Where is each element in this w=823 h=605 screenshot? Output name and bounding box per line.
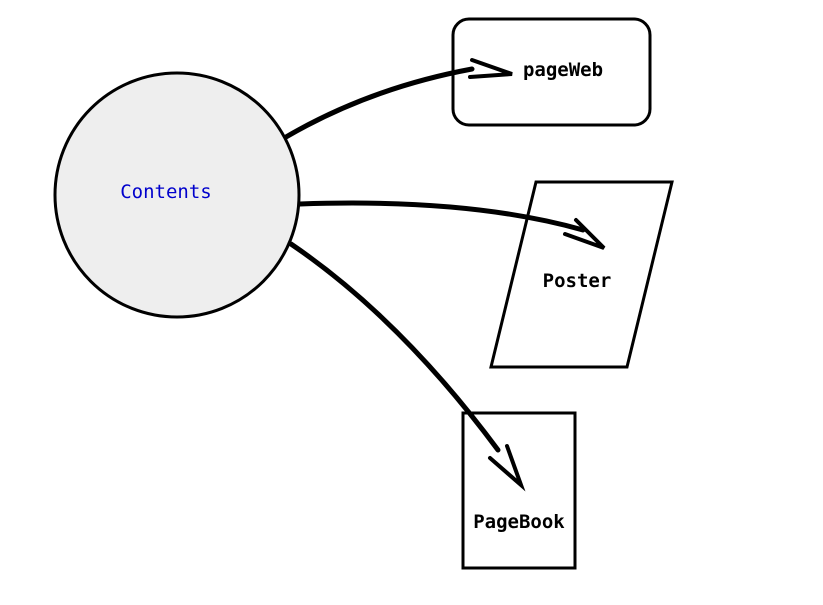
node-contents[interactable]: Contents [53,71,301,319]
edge-line [288,241,501,453]
edge-contents-pageweb[interactable] [283,58,513,140]
edge-contents-poster[interactable] [297,200,606,250]
poster-label: Poster [543,270,612,292]
pagebook-box [461,411,577,570]
pageweb-label: pageWeb [523,59,603,81]
edge-line [283,66,475,140]
contents-circle [53,71,301,319]
arrowhead-icon [563,218,606,250]
node-pagebook[interactable]: PageBook [461,411,577,570]
pagebook-label: PageBook [473,511,565,533]
poster-shape [489,180,674,369]
node-poster[interactable]: Poster [489,180,674,369]
edge-line [297,200,586,233]
arrowhead-icon [488,444,526,492]
arrowhead-icon [468,58,513,79]
node-pageweb[interactable]: pageWeb [451,17,652,127]
contents-label: Contents [120,181,212,203]
edge-contents-pagebook[interactable] [288,241,526,492]
